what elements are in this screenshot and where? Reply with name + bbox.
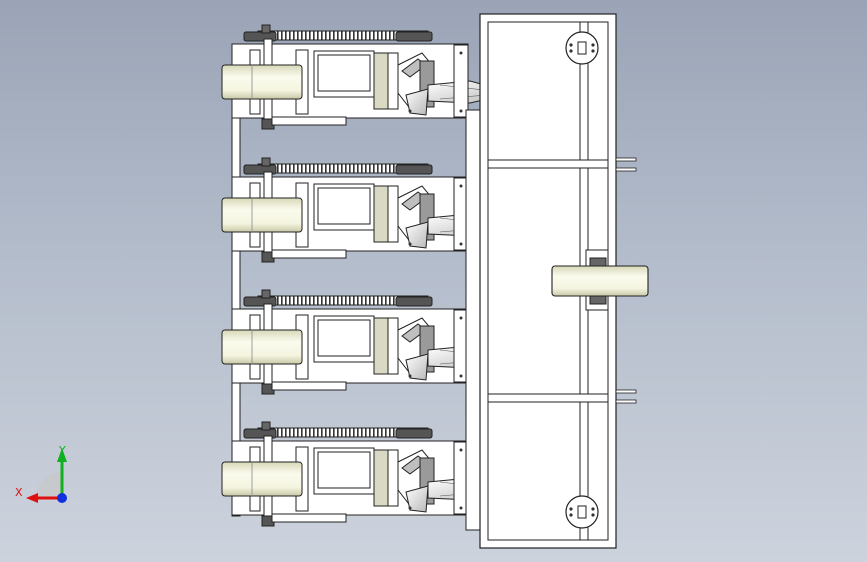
y-axis-label: Y <box>58 444 66 457</box>
coordinate-triad: Y X <box>15 444 67 503</box>
drive-wheel[interactable] <box>551 249 649 311</box>
x-axis-label: X <box>15 486 23 499</box>
bearing-bottom[interactable] <box>565 495 599 529</box>
bearing-top[interactable] <box>565 31 599 65</box>
main-beam <box>465 109 481 531</box>
z-axis-dot <box>57 493 67 503</box>
triad-xy-arc <box>36 472 62 498</box>
